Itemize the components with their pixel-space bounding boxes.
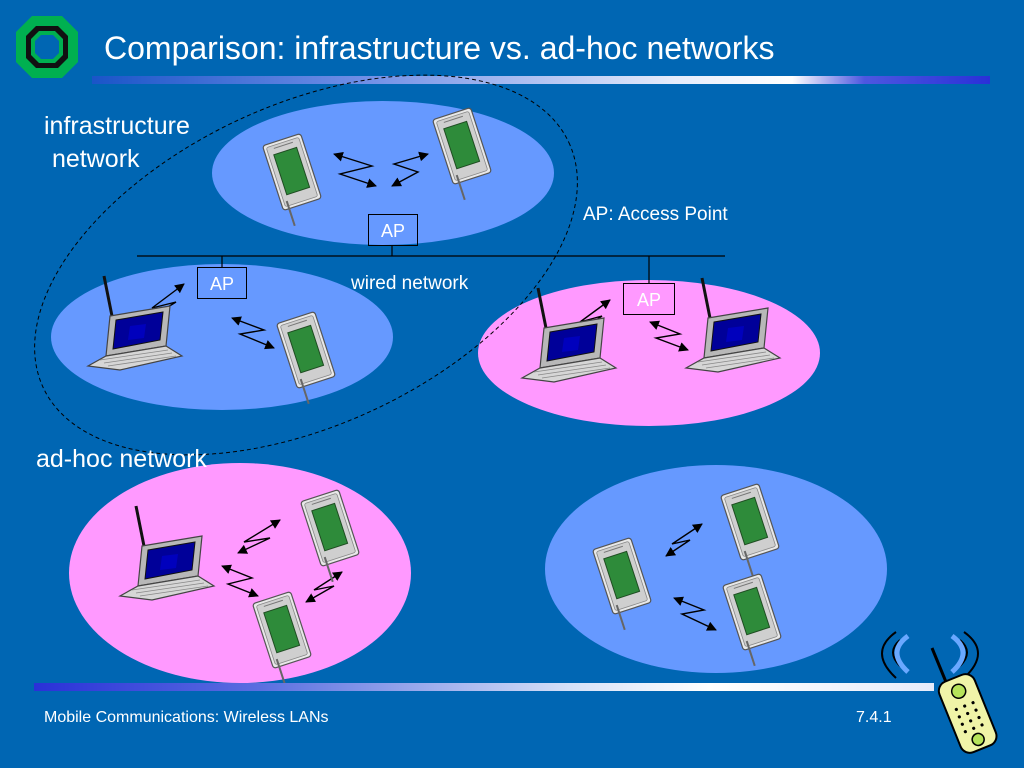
- access-point-left: AP: [197, 267, 247, 299]
- footer-bar: [34, 683, 934, 691]
- infrastructure-label-line2: network: [52, 145, 140, 173]
- title-underline-bar: [92, 76, 990, 84]
- infrastructure-network-boundary: [34, 74, 578, 456]
- university-logo-icon: [16, 16, 78, 78]
- access-point-legend: AP: Access Point: [583, 204, 728, 225]
- infrastructure-label-line1: infrastructure: [44, 112, 190, 140]
- adhoc-cell-right: [545, 465, 887, 673]
- footer-slide-number: 7.4.1: [856, 709, 892, 726]
- wireless-link-icon: [149, 151, 717, 631]
- wired-network-label: wired network: [351, 273, 469, 294]
- wired-network-bus: [137, 246, 725, 283]
- adhoc-network-label: ad-hoc network: [36, 445, 207, 473]
- slide-title: Comparison: infrastructure vs. ad-hoc ne…: [104, 30, 775, 66]
- footer-course-title: Mobile Communications: Wireless LANs: [44, 709, 329, 726]
- mobile-phone-icon: [881, 631, 998, 754]
- access-point-top: AP: [368, 214, 418, 246]
- access-point-right: AP: [623, 283, 675, 315]
